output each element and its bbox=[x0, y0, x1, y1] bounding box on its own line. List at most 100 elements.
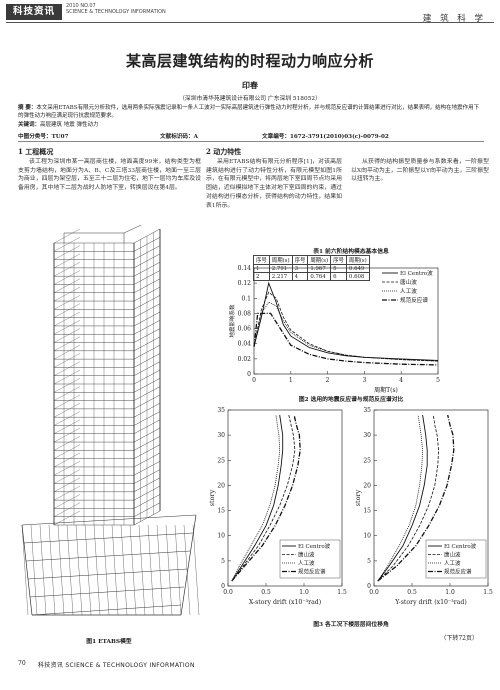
frame-member bbox=[147, 524, 155, 616]
modal-table: 序号 周期(s) 序号 周期(s) 序号 周期(s) 1 2.791 3 1.9… bbox=[253, 255, 370, 281]
frame-member bbox=[53, 320, 81, 335]
section-label: 建 筑 科 学 bbox=[422, 14, 486, 24]
frame-member bbox=[53, 286, 81, 302]
issue-number: 2010 NO.07 bbox=[66, 3, 96, 9]
frame-member bbox=[53, 469, 81, 484]
frame-member bbox=[102, 524, 110, 616]
frame-member bbox=[21, 514, 197, 526]
section-2-text-right: 从获得的结构振型质量参与系数来看，一阶振型以X向平动为主，二阶振型以Y向平动为主… bbox=[351, 159, 489, 183]
legend-label: 规范反应谱 bbox=[298, 568, 326, 576]
frame-member bbox=[53, 237, 81, 252]
y-tick-label: 25 bbox=[217, 457, 225, 464]
frame-member bbox=[53, 253, 81, 269]
frame-member bbox=[53, 436, 81, 451]
x-tick-label: 0 bbox=[252, 377, 256, 384]
table-header-row: 序号 周期(s) 序号 周期(s) 序号 周期(s) bbox=[253, 255, 370, 265]
frame-member bbox=[39, 524, 47, 616]
y-tick-label: 5 bbox=[221, 558, 225, 565]
journal-badge: 科技资讯 bbox=[6, 4, 62, 20]
section-1-text: 该工程为深圳市某一高层商住楼，地面高度99米，结构类型为框支剪力墙结构，地面分为… bbox=[18, 159, 201, 192]
frame-member bbox=[53, 461, 81, 476]
frame-member bbox=[53, 452, 81, 468]
y-tick-label: 25 bbox=[363, 457, 371, 464]
y-tick-label: 0.02 bbox=[238, 356, 252, 363]
frame-member bbox=[25, 550, 191, 562]
frame-member bbox=[53, 245, 81, 260]
frame-member bbox=[53, 353, 81, 368]
abstract-text: 本文采用ETABS有限元分析软件，选用两条实际强震记录和一条人工波对一实际高层建… bbox=[18, 105, 480, 119]
y-tick-label: 0.08 bbox=[238, 310, 252, 317]
frame-member bbox=[129, 524, 137, 616]
legend-label: El Centro波 bbox=[298, 542, 331, 550]
series-line bbox=[377, 414, 440, 582]
series-line bbox=[253, 291, 439, 362]
frame-member bbox=[138, 524, 146, 616]
table-1-caption: 表1 前六阶结构模态基本信息 bbox=[313, 249, 389, 255]
x-tick-label: 0.0 bbox=[369, 589, 379, 596]
frame-member bbox=[53, 228, 81, 244]
frame-member bbox=[53, 369, 81, 385]
x-tick-label: 1.0 bbox=[445, 589, 455, 596]
frame-member bbox=[53, 485, 81, 501]
frame-member bbox=[53, 262, 81, 277]
table-cell: 0.608 bbox=[345, 272, 370, 281]
x-tick-label: 1 bbox=[289, 377, 293, 384]
series-line bbox=[377, 414, 428, 582]
legend-label: 人工波 bbox=[400, 287, 417, 295]
frame-member bbox=[53, 494, 81, 509]
y-tick-label: 35 bbox=[363, 407, 371, 414]
frame-member bbox=[57, 524, 65, 616]
legend-label: El Centro波 bbox=[444, 542, 477, 550]
legend-label: 唐山波 bbox=[400, 278, 417, 286]
building-model bbox=[21, 225, 200, 616]
y-tick-label: 10 bbox=[363, 533, 371, 540]
x-axis-label: X-story drift (x10⁻³rad) bbox=[249, 599, 321, 606]
frame-member bbox=[53, 444, 81, 459]
x-tick-label: 1.5 bbox=[337, 589, 347, 596]
x-tick-label: 0.5 bbox=[261, 589, 271, 596]
series-line bbox=[253, 312, 439, 366]
frame-member bbox=[53, 510, 81, 526]
x-tick-label: 0.0 bbox=[223, 589, 233, 596]
plot-frame bbox=[253, 267, 439, 375]
article-number: 文章编号：1672-3791(2010)03(c)-0079-02 bbox=[262, 134, 389, 140]
abstract: 摘 要：本文采用ETABS有限元分析软件，选用两条实际强震记录和一条人工波对一实… bbox=[18, 104, 484, 120]
x-tick-label: 2 bbox=[326, 377, 330, 384]
frame-member bbox=[23, 532, 194, 544]
y-tick-label: 20 bbox=[363, 482, 371, 489]
table-row: 2 2.217 4 0.764 6 0.608 bbox=[253, 272, 370, 281]
section-2-text: 采用ETABS结构有限元分析程序[1]，对该高层建筑结构进行了动力特性分析，有限… bbox=[206, 159, 342, 209]
y-tick-label: 0 bbox=[247, 371, 251, 378]
abstract-label: 摘 要： bbox=[18, 105, 37, 111]
y-axis-label: story bbox=[354, 489, 362, 506]
frame-member bbox=[53, 394, 81, 410]
y-tick-label: 0.14 bbox=[238, 265, 252, 272]
figure-3-caption: 图3 各工况下楼层层间位移角 bbox=[313, 622, 389, 628]
document-code: 文献标识码：A bbox=[160, 134, 198, 140]
y-tick-label: 10 bbox=[217, 533, 225, 540]
y-tick-label: 30 bbox=[363, 432, 371, 439]
frame-member bbox=[183, 524, 191, 616]
section-2-heading: 2 动力特性 bbox=[206, 147, 242, 156]
clc-number: 中图分类号：TU07 bbox=[18, 134, 69, 140]
header-rule bbox=[6, 22, 494, 23]
table-cell: 0.764 bbox=[307, 272, 332, 281]
frame-member bbox=[111, 524, 119, 616]
continued-note: （下转72页） bbox=[440, 635, 478, 642]
frame-member bbox=[53, 361, 81, 376]
y-tick-label: 15 bbox=[363, 508, 371, 515]
plot-frame bbox=[227, 409, 343, 587]
frame-member bbox=[174, 524, 182, 616]
x-tick-label: 5 bbox=[436, 377, 440, 384]
legend-label: 规范反应谱 bbox=[400, 296, 428, 304]
keywords-text: 高层建筑 地震 弹性动力 bbox=[40, 122, 99, 128]
frame-member bbox=[192, 524, 200, 616]
frame-member bbox=[53, 502, 81, 517]
legend-label: 规范反应谱 bbox=[444, 568, 472, 576]
frame-member bbox=[30, 524, 38, 616]
series-line bbox=[231, 414, 284, 582]
table-cell: 2.217 bbox=[268, 272, 293, 281]
series-line bbox=[253, 281, 439, 361]
frame-member bbox=[53, 270, 81, 285]
frame-member bbox=[53, 328, 81, 343]
